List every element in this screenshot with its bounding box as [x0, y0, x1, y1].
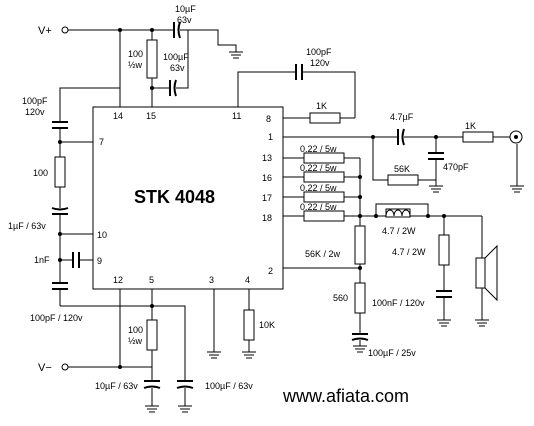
cap-100pf-left-top — [52, 121, 68, 129]
res-emitter-13 — [303, 152, 345, 164]
res-emitter-16-label: 0.22 / 5w — [300, 163, 337, 173]
res-1k-feedback — [309, 112, 341, 124]
input-jack[interactable] — [509, 130, 523, 144]
pin-15: 15 — [146, 111, 156, 121]
res-100-left — [54, 156, 66, 188]
cap-1uf-left — [51, 207, 69, 215]
cap-1nf — [72, 252, 80, 268]
res-100-bottom-rating: ½w — [128, 336, 143, 346]
cap-100pf-left-voltage: 120v — [25, 107, 45, 117]
cap-100uf-bottom — [176, 380, 194, 389]
res-1k-input-label: 1K — [465, 121, 476, 131]
cap-100pf-feedback-label: 100pF — [306, 47, 332, 57]
pin-5: 5 — [149, 275, 154, 285]
ground-symbols-bottom — [145, 351, 256, 413]
cap-100nf-zobel-label: 100nF / 120v — [372, 298, 425, 308]
res-100-top-rating: ½w — [128, 60, 143, 70]
cap-470pf-label: 470pF — [443, 162, 469, 172]
res-emitter-17-label: 0.22 / 5w — [300, 183, 337, 193]
cap-4-7uf-input-label: 4.7µF — [390, 112, 414, 122]
cap-100pf-left-label: 100pF — [22, 96, 48, 106]
cap-100uf-bottom-label: 100µF / 63v — [205, 381, 253, 391]
inductor-output — [376, 208, 420, 218]
pin-11: 11 — [232, 111, 241, 121]
cap-100nf-zobel — [436, 290, 452, 298]
pin-4: 4 — [245, 275, 250, 285]
cap-100pf-bottom-label: 100pF / 120v — [30, 313, 83, 323]
res-zobel-label: 4.7 / 2W — [392, 247, 426, 257]
res-56k-2w-label: 56K / 2w — [305, 249, 341, 259]
res-emitter-18-label: 0.22 / 5w — [300, 202, 337, 212]
pin-7: 7 — [99, 137, 104, 147]
vplus-terminal — [61, 26, 69, 34]
res-emitter-18 — [303, 210, 345, 222]
res-100-top — [146, 39, 158, 79]
website-url: www.afiata.com — [282, 386, 409, 406]
cap-10uf-top — [173, 21, 181, 39]
res-100-top-label: 100 — [128, 49, 143, 59]
cap-1nf-label: 1nF — [34, 255, 50, 265]
inductor-output-label: 4.7 / 2W — [382, 226, 416, 236]
cap-100uf-25v — [351, 333, 369, 341]
cap-10uf-top-voltage: 63v — [177, 15, 192, 25]
res-56k-input — [387, 174, 419, 186]
vplus-wiring — [68, 29, 356, 118]
res-56k-input-label: 56K — [394, 164, 410, 174]
cap-10uf-bottom-label: 10µF / 63v — [95, 381, 138, 391]
pin-8: 8 — [266, 114, 271, 124]
cap-100pf-feedback-voltage: 120v — [310, 58, 330, 68]
pin-16: 16 — [262, 173, 272, 183]
res-100-left-label: 100 — [33, 168, 48, 178]
pin-9: 9 — [97, 256, 102, 266]
pin-1: 1 — [268, 132, 273, 142]
res-emitter-13-label: 0.22 / 5w — [300, 144, 337, 154]
vminus-terminal — [61, 363, 69, 371]
res-emitter-16 — [303, 171, 345, 183]
pin-17: 17 — [262, 193, 272, 203]
bottom-wiring — [68, 289, 250, 406]
ground-symbols-right — [353, 185, 524, 353]
vminus-label: V− — [38, 362, 52, 374]
pin-14: 14 — [113, 111, 123, 121]
cap-1uf-left-label: 1µF / 63v — [8, 221, 46, 231]
vplus-label: V+ — [38, 25, 52, 37]
res-56k-2w — [354, 225, 366, 265]
cap-4-7uf-input — [397, 128, 405, 146]
ic-name: STK 4048 — [134, 187, 215, 207]
cap-100pf-feedback — [295, 64, 303, 80]
res-100-bottom — [146, 319, 158, 351]
res-emitter-17 — [303, 191, 345, 203]
cap-10uf-top-label: 10µF — [175, 4, 196, 14]
cap-100uf-boot — [169, 79, 177, 97]
res-560-label: 560 — [333, 293, 348, 303]
ic-body — [92, 106, 284, 290]
cap-10uf-bottom — [143, 380, 161, 389]
cap-100uf-boot-label: 100µF — [163, 52, 189, 62]
cap-100uf-boot-voltage: 63v — [170, 63, 185, 73]
pin-18: 18 — [262, 213, 272, 223]
res-10k — [243, 309, 255, 341]
res-zobel — [438, 234, 450, 266]
speaker-icon — [475, 244, 498, 302]
res-1k-input — [462, 131, 494, 143]
pin-10: 10 — [97, 230, 107, 240]
junction-dots — [58, 28, 446, 369]
pin-13: 13 — [262, 153, 272, 163]
cap-100pf-left-bottom — [52, 282, 68, 290]
cap-100uf-25v-label: 100µF / 25v — [368, 348, 416, 358]
res-100-bottom-label: 100 — [128, 325, 143, 335]
pin-12: 12 — [113, 275, 123, 285]
cap-470pf — [428, 152, 444, 160]
res-1k-feedback-label: 1K — [316, 101, 327, 111]
pin-3: 3 — [209, 275, 214, 285]
pin-2: 2 — [268, 266, 273, 276]
res-560 — [354, 282, 366, 314]
res-10k-label: 10K — [259, 320, 275, 330]
